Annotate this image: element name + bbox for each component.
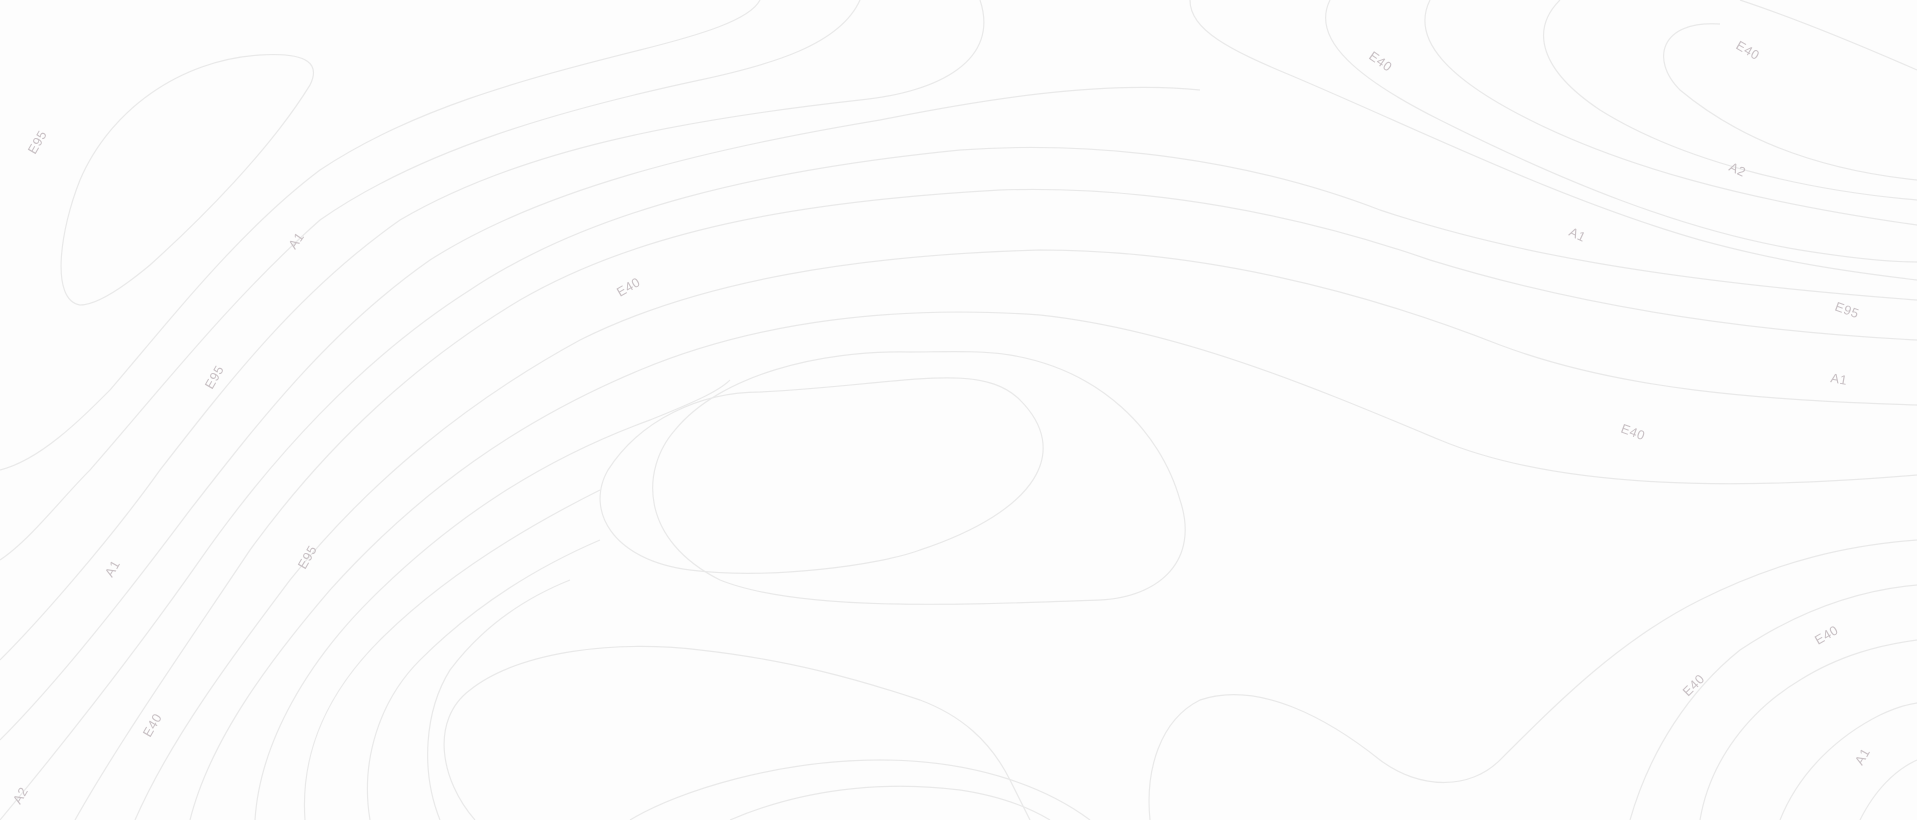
contour-line bbox=[0, 0, 861, 561]
contour-line bbox=[134, 249, 1917, 820]
contour-label: A1 bbox=[102, 557, 123, 579]
contour-line bbox=[0, 0, 985, 661]
contour-line bbox=[1148, 539, 1917, 820]
contour-line bbox=[1543, 0, 1917, 201]
contour-label: A1 bbox=[1852, 745, 1873, 767]
contour-line bbox=[1629, 584, 1917, 820]
contour-label: E40 bbox=[1734, 38, 1763, 63]
contour-label: A2 bbox=[10, 784, 31, 806]
contour-label: E95 bbox=[25, 128, 50, 157]
contour-line bbox=[629, 759, 1091, 820]
contour-line bbox=[1699, 639, 1917, 820]
contour-line bbox=[74, 188, 1917, 820]
contour-label: A2 bbox=[1727, 159, 1749, 180]
contour-line bbox=[1859, 759, 1917, 820]
contour-line bbox=[427, 579, 571, 820]
contour-label: A1 bbox=[285, 229, 307, 251]
contour-line bbox=[1663, 23, 1917, 181]
contour-line bbox=[366, 539, 601, 820]
contour-line bbox=[652, 351, 1186, 605]
contour-line bbox=[1325, 0, 1917, 263]
contour-line bbox=[729, 785, 1051, 820]
contour-line bbox=[1189, 0, 1917, 281]
contour-line bbox=[1424, 0, 1917, 226]
contour-line bbox=[303, 489, 601, 820]
contour-label: E95 bbox=[1833, 299, 1861, 322]
contour-line bbox=[599, 377, 1044, 574]
contour-line bbox=[443, 645, 1031, 820]
contour-line bbox=[0, 0, 761, 471]
contour-label: E95 bbox=[202, 363, 227, 392]
contour-line bbox=[0, 86, 1201, 741]
contour-label: E40 bbox=[614, 274, 643, 299]
contour-label: E40 bbox=[1812, 622, 1841, 647]
contour-line bbox=[189, 311, 1917, 820]
contour-line bbox=[60, 53, 315, 306]
contour-line bbox=[254, 379, 731, 820]
contour-label: E40 bbox=[1619, 421, 1647, 444]
contour-label: E40 bbox=[1680, 671, 1708, 699]
contour-label: E40 bbox=[1366, 48, 1395, 74]
contour-label: A1 bbox=[1829, 370, 1848, 388]
contour-line bbox=[1739, 0, 1917, 71]
contour-label: E95 bbox=[295, 543, 320, 572]
contour-labels: E40E95A1E40E95A1E40A2E40A1E40A2A1E95A1E4… bbox=[10, 38, 1873, 807]
contour-label: A1 bbox=[1567, 224, 1589, 245]
contour-label: E40 bbox=[140, 711, 165, 740]
contour-line bbox=[1779, 702, 1917, 820]
contour-line bbox=[0, 146, 1917, 820]
